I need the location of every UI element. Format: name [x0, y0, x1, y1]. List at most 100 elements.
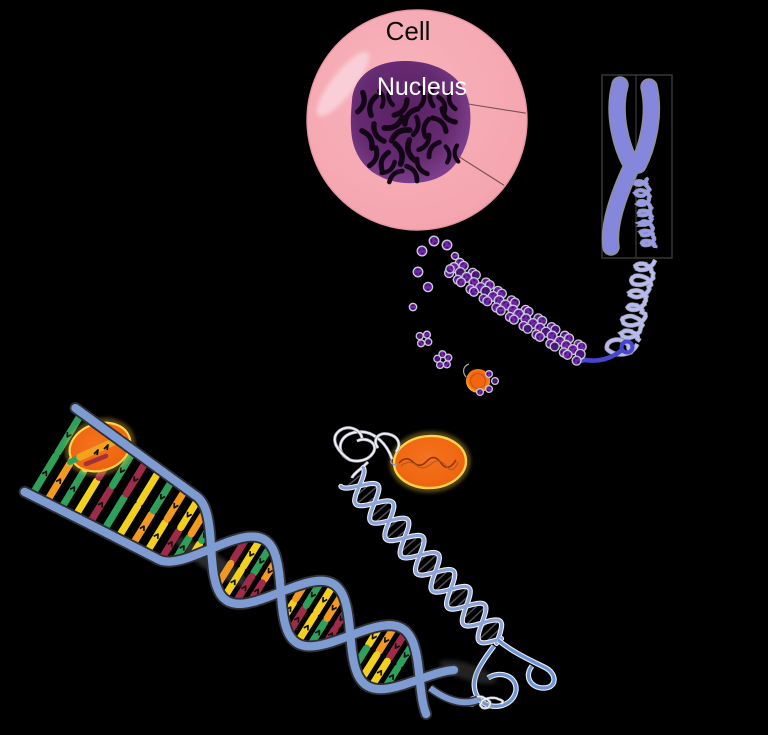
base-pair-notch: [293, 616, 300, 623]
nucleosome-wrap: [458, 279, 464, 286]
base-pair-half: [130, 510, 155, 547]
base-pair-half: [59, 469, 87, 510]
base-pair-half: [73, 477, 101, 517]
helix-rung: [400, 535, 419, 553]
inset-box: [601, 74, 673, 259]
nucleosome: [408, 302, 418, 312]
base-pair-notch: [388, 674, 395, 680]
histone: [470, 373, 486, 389]
base-pair-notch: [66, 432, 72, 438]
nucleosome-wrap: [486, 371, 492, 377]
nucleosome-wrap: [425, 284, 431, 290]
base-pair-notch: [259, 558, 265, 564]
base-pair-half: [359, 651, 381, 681]
base-pair-half: [313, 583, 336, 616]
base-pair-notch: [394, 643, 401, 650]
sugar-phosphate-backbones: [18, 402, 460, 720]
nucleosome-wrap: [489, 293, 497, 300]
nucleosome-beads: [408, 235, 460, 370]
chromosome-inset: [601, 74, 673, 259]
lens-lead-in: [390, 458, 398, 466]
base-pair-notch: [119, 467, 126, 474]
base-pair-half: [375, 624, 397, 655]
nucleosome-wrap: [440, 351, 445, 357]
nucleosome-wrap: [511, 316, 517, 323]
helix-rung: [434, 573, 455, 592]
base-pair-half: [222, 566, 245, 599]
nucleosome-wrap: [444, 361, 450, 367]
base-pair-notch: [384, 637, 390, 643]
nucleosome: [484, 369, 494, 379]
nucleosome: [468, 286, 480, 297]
nucleosome: [549, 341, 560, 352]
nucleosome-wrap: [424, 332, 430, 338]
nucleosome: [450, 251, 460, 261]
nucleosome-wrap: [484, 298, 491, 305]
nucleosome-wrap: [425, 339, 431, 345]
base-pair-notch: [69, 486, 76, 492]
nucleosome-wrap: [470, 288, 477, 295]
nucleosome-wrap: [486, 386, 492, 392]
base-pair-notch: [267, 567, 274, 574]
nucleosome-wrap: [551, 343, 558, 350]
base-pair-half: [30, 452, 60, 495]
backbone: [71, 403, 459, 694]
base-pair-half: [177, 497, 201, 532]
nucleosome-wrap: [437, 362, 443, 368]
nucleosome-wrap: [447, 266, 453, 272]
ribbon-curl: [619, 339, 635, 355]
nucleosome: [455, 277, 467, 288]
nucleosome: [522, 323, 533, 334]
helix-rung: [370, 501, 390, 519]
helix-rung: [462, 603, 480, 620]
helix-rung: [465, 606, 486, 626]
nucleosome-wrap: [498, 290, 505, 297]
nucleosome-wrap: [418, 340, 424, 346]
backbone: [20, 487, 431, 719]
nucleosome-wrap: [460, 262, 467, 269]
base-pair-notch: [41, 470, 48, 477]
zoom-lens-dna: [390, 431, 470, 493]
nucleosome-wrap: [524, 325, 531, 332]
base-pair-half: [302, 579, 324, 609]
nucleosome-wrap: [457, 269, 464, 276]
lens-a-base-red: [83, 453, 109, 467]
base-pair-half: [116, 502, 142, 539]
base-pairs: [30, 413, 416, 691]
base-pair-half: [295, 611, 318, 644]
base-pair-notch: [139, 525, 145, 532]
nucleosome-wrap: [492, 378, 498, 384]
condensed-chromatin-coil: [573, 258, 658, 364]
base-pair-half: [250, 544, 273, 577]
nucleosome: [508, 314, 520, 325]
centromere: [627, 159, 641, 173]
tangle-strand: [351, 461, 369, 479]
base-pair-half: [144, 519, 169, 554]
nucleosome: [415, 331, 424, 341]
base-pair-notch: [240, 585, 247, 592]
nucleosome-wrap: [536, 333, 543, 340]
fan-line-top: [461, 102, 526, 127]
tangle-casing: [333, 426, 364, 462]
nucleosome: [422, 281, 434, 293]
nucleosome-wrap: [573, 357, 580, 364]
curl: [496, 638, 556, 690]
nucleosome: [482, 296, 493, 307]
base-pair-notch: [310, 591, 317, 598]
dna-tangle: [333, 426, 401, 479]
nucleosome: [534, 331, 545, 342]
nucleosome-wrap: [486, 282, 493, 289]
base-pair-half: [158, 527, 183, 561]
chromosome: [601, 76, 661, 256]
base-pair-half: [368, 657, 391, 689]
tangle-strand: [333, 426, 363, 461]
nucleosome-wrap: [430, 237, 438, 245]
base-pair-half: [44, 460, 73, 503]
cell-highlight: [316, 51, 370, 117]
base-pair-notch: [167, 541, 173, 547]
helix-rung: [416, 554, 438, 573]
nucleosome-wrap: [548, 332, 556, 340]
cell-label: Cell: [386, 16, 431, 46]
nucleosome-wrap: [477, 389, 483, 395]
